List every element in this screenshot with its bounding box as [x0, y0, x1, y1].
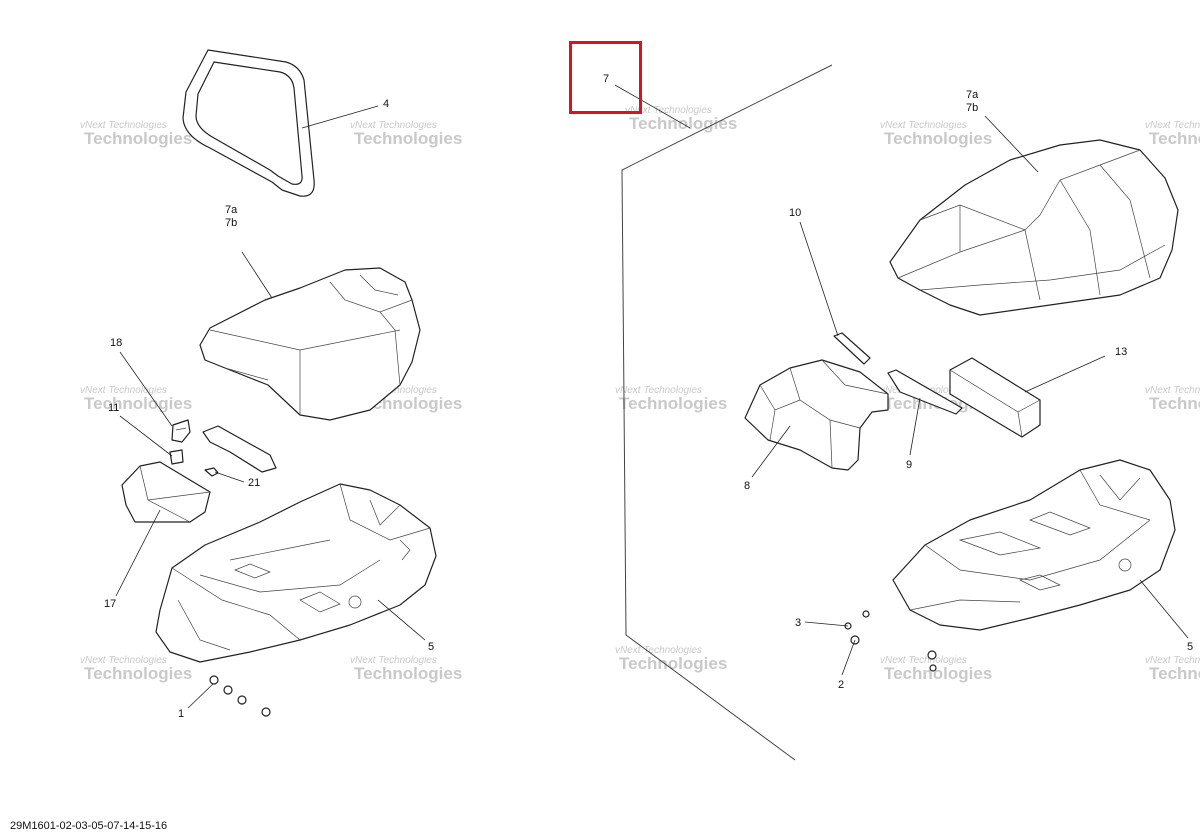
part-bracket — [202, 425, 277, 473]
assembly-frame — [621, 64, 833, 761]
callout-8: 8 — [744, 480, 750, 492]
watermark-text-large: Technologies — [84, 129, 192, 148]
watermark-text-large: Technologies — [1149, 664, 1200, 683]
part-2-3-fasteners — [844, 610, 937, 672]
watermark-text: vNext Technologies — [350, 120, 437, 131]
watermark-text-large: Technologies — [1149, 129, 1200, 148]
watermark-text-large: Technologies — [619, 394, 727, 413]
highlight-box — [569, 41, 642, 114]
watermark-text-large: Technologies — [1149, 394, 1200, 413]
callout-17: 17 — [104, 598, 116, 610]
part-13-foam-block — [949, 357, 1041, 438]
part-10-bracket — [833, 332, 871, 365]
part-5-base-right — [892, 459, 1176, 631]
watermark: vNext Technologies Technologies — [1145, 120, 1200, 148]
callout-2: 2 — [838, 679, 844, 691]
leader-lines — [115, 84, 1189, 709]
callout-9: 9 — [906, 459, 912, 471]
callout-13: 13 — [1115, 346, 1127, 358]
watermark-text: vNext Technologies — [625, 105, 712, 116]
watermark-text-large: Technologies — [629, 114, 737, 133]
watermark-text: vNext Technologies — [615, 645, 702, 656]
watermark-text-large: Technologies — [884, 664, 992, 683]
watermark: vNext Technologies Technologies — [80, 655, 192, 683]
callout-21: 21 — [248, 477, 260, 489]
part-9-bracket — [887, 369, 963, 415]
callout-7a-left: 7a — [225, 204, 238, 216]
part-7-seat-right — [889, 139, 1179, 316]
watermark-text-large: Technologies — [884, 129, 992, 148]
watermark-text-large: Technologies — [84, 664, 192, 683]
part-4-backrest-frame — [182, 49, 315, 197]
watermark-text: vNext Technologies — [80, 385, 167, 396]
watermark-text-large: Technologies — [619, 654, 727, 673]
callout-1: 1 — [178, 708, 184, 720]
watermark: vNext Technologies Technologies — [625, 105, 737, 133]
watermark: vNext Technologies Technologies — [350, 120, 462, 148]
watermark-text: vNext Technologies — [880, 120, 967, 131]
watermark-text: vNext Technologies — [1145, 120, 1200, 131]
watermark-text-large: Technologies — [354, 664, 462, 683]
diagram-code: 29M1601-02-03-05-07-14-15-16 — [10, 820, 168, 832]
watermark-text: vNext Technologies — [880, 655, 967, 666]
watermark: vNext Technologies Technologies — [880, 120, 992, 148]
part-18-latch — [171, 419, 191, 443]
watermark-text-large: Technologies — [354, 129, 462, 148]
watermark-text-large: Technologies — [84, 394, 192, 413]
part-11-clip — [169, 449, 184, 465]
part-17-tray — [121, 461, 211, 523]
part-8-storage-bin — [744, 359, 889, 471]
callout-5-right: 5 — [1187, 641, 1193, 653]
watermark-text: vNext Technologies — [1145, 385, 1200, 396]
watermark-text: vNext Technologies — [1145, 655, 1200, 666]
watermark: vNext Technologies Technologies — [350, 655, 462, 683]
callout-10: 10 — [789, 207, 801, 219]
watermark-text: vNext Technologies — [80, 120, 167, 131]
watermark: vNext Technologies Technologies — [80, 385, 192, 413]
watermark: vNext Technologies Technologies — [615, 385, 727, 413]
callout-11: 11 — [108, 402, 119, 414]
part-5-base-left — [155, 483, 437, 663]
watermark: vNext Technologies Technologies — [1145, 655, 1200, 683]
callout-7a-right: 7a — [966, 89, 979, 101]
part-7-seat-left — [199, 267, 421, 421]
watermark: vNext Technologies Technologies — [615, 645, 727, 673]
part-1-fasteners — [209, 675, 271, 717]
watermark: vNext Technologies Technologies — [1145, 385, 1200, 413]
callout-4: 4 — [383, 98, 389, 110]
callout-7: 7 — [603, 73, 609, 85]
callout-7b-left: 7b — [225, 217, 237, 229]
watermarks: vNext Technologies Technologies vNext Te… — [80, 105, 1200, 683]
callouts: 4 7a 7b 18 11 21 17 5 1 7 7a 7b 10 13 9 … — [104, 73, 1193, 720]
callout-18: 18 — [110, 337, 122, 349]
callout-7b-right: 7b — [966, 102, 978, 114]
watermark: vNext Technologies Technologies — [880, 655, 992, 683]
watermark: vNext Technologies Technologies — [80, 120, 192, 148]
watermark-text: vNext Technologies — [350, 655, 437, 666]
callout-3: 3 — [795, 617, 801, 629]
watermark-text: vNext Technologies — [80, 655, 167, 666]
callout-5-left: 5 — [428, 641, 434, 653]
watermark-text: vNext Technologies — [615, 385, 702, 396]
